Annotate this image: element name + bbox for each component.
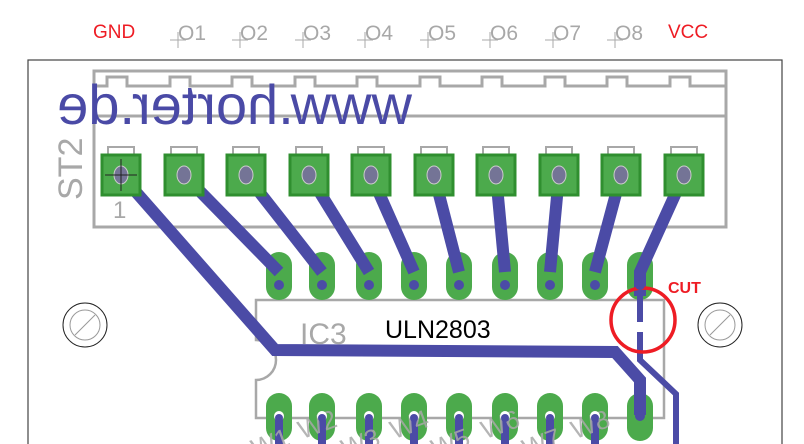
ic-drill-top — [590, 280, 600, 290]
mounting-hole-left — [62, 302, 108, 348]
connector-pad-3 — [225, 153, 267, 197]
connector-drill-9 — [613, 165, 629, 185]
ic-drill-top — [500, 280, 510, 290]
mounting-hole-right — [697, 302, 743, 348]
ic-drill-top — [409, 280, 419, 290]
label-output-7: O7 — [553, 22, 581, 45]
ic-drill-bottom-core — [455, 414, 463, 422]
ic-drill-top — [454, 280, 464, 290]
connector-drill-5 — [363, 165, 379, 185]
label-output-8: O8 — [615, 22, 643, 45]
ic-drill-top — [274, 280, 284, 290]
connector-pad-5 — [350, 153, 392, 197]
label-output-4: O4 — [365, 22, 393, 45]
trace-gnd — [116, 171, 646, 415]
ic-drill-top — [317, 280, 327, 290]
watermark-text: www.horter.de — [57, 73, 413, 136]
connector-name: ST2 — [52, 138, 90, 200]
board-outline — [27, 59, 783, 444]
ic-drill-bottom-core — [275, 414, 283, 422]
trace-vcc-continued — [637, 332, 679, 444]
cut-label: CUT — [668, 280, 701, 297]
connector-drill-10 — [676, 165, 692, 185]
ic-name: IC3 — [300, 318, 347, 351]
label-output-6: O6 — [490, 22, 518, 45]
ic-drill-bottom — [635, 411, 645, 421]
ic-drill-top — [545, 280, 555, 290]
label-output-3: O3 — [303, 22, 331, 45]
ic-drill-bottom-core — [591, 414, 599, 422]
ic-drill-bottom-core — [365, 414, 373, 422]
connector-drill-3 — [238, 165, 254, 185]
origin-crosshair — [105, 159, 137, 191]
ic-value: ULN2803 — [385, 316, 491, 344]
connector-drill-7 — [488, 165, 504, 185]
connector-drill-8 — [551, 165, 567, 185]
connector-housing — [92, 69, 728, 229]
ic-drill-top — [635, 280, 645, 290]
label-output-1: O1 — [178, 22, 206, 45]
connector-pad-6 — [413, 153, 455, 197]
connector-drill-4 — [301, 165, 317, 185]
ic-drill-bottom-core — [501, 414, 509, 422]
ic-drill-bottom-core — [318, 414, 326, 422]
pin1-label: 1 — [113, 197, 126, 224]
connector-pad-7 — [475, 153, 517, 197]
label-gnd: GND — [93, 22, 135, 43]
label-output-5: O5 — [428, 22, 456, 45]
ic-drill-bottom-core — [410, 414, 418, 422]
connector-drill-6 — [426, 165, 442, 185]
label-output-2: O2 — [240, 22, 268, 45]
ic-drill-top — [364, 280, 374, 290]
connector-drill-2 — [176, 165, 192, 185]
label-vcc: VCC — [668, 22, 708, 43]
ic-drill-bottom-core — [546, 414, 554, 422]
